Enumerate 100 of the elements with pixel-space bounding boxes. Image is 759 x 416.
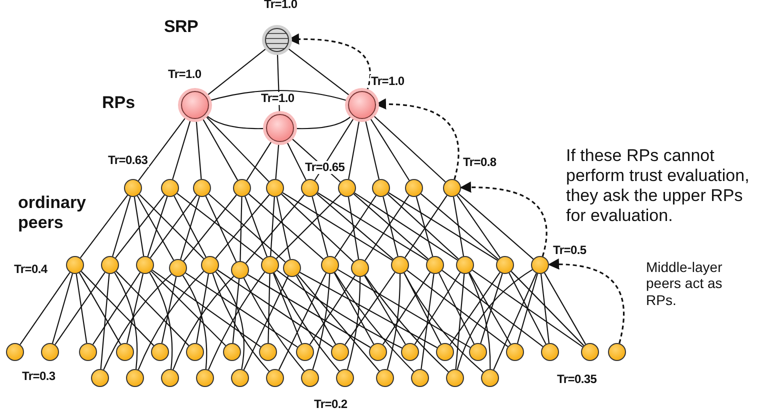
connection-line bbox=[364, 118, 380, 180]
peer-node bbox=[231, 369, 249, 387]
connection-line bbox=[138, 116, 188, 182]
connection-line bbox=[136, 196, 174, 260]
peer-node bbox=[233, 179, 251, 197]
connection-line bbox=[276, 270, 402, 348]
peer-node bbox=[391, 256, 409, 274]
trust-value: Tr=0.65 bbox=[304, 161, 346, 174]
connection-line bbox=[404, 272, 442, 344]
connection-line bbox=[282, 192, 393, 261]
connection-line bbox=[388, 192, 498, 261]
rp-node bbox=[266, 114, 294, 142]
connection-line bbox=[337, 269, 471, 348]
connection-line bbox=[456, 269, 533, 370]
connection-line bbox=[387, 194, 459, 260]
trust-value: Tr=0.3 bbox=[21, 370, 56, 384]
connection-line bbox=[368, 116, 410, 181]
peer-node bbox=[581, 343, 599, 361]
connection-line bbox=[404, 272, 484, 373]
peer-node bbox=[124, 179, 142, 197]
connection-line bbox=[468, 272, 491, 369]
peer-node bbox=[301, 179, 319, 197]
connection-line bbox=[510, 271, 584, 346]
connection-line bbox=[364, 275, 449, 372]
peer-node bbox=[259, 343, 277, 361]
peer-node bbox=[443, 179, 461, 197]
connection-line bbox=[438, 272, 474, 344]
connection-line bbox=[232, 278, 240, 344]
connection-line bbox=[20, 272, 70, 345]
connection-line bbox=[176, 193, 264, 260]
connection-line bbox=[420, 193, 498, 260]
connection-line bbox=[245, 194, 305, 264]
connection-line bbox=[317, 192, 428, 261]
rp-node bbox=[348, 91, 376, 119]
peer-node bbox=[336, 369, 354, 387]
peer-node bbox=[201, 256, 219, 274]
connection-line bbox=[126, 274, 144, 344]
connection-line bbox=[246, 140, 273, 181]
connection-line bbox=[508, 272, 546, 344]
peer-node bbox=[338, 179, 356, 197]
peer-node bbox=[446, 369, 464, 387]
peer-node bbox=[301, 369, 319, 387]
peer-node bbox=[41, 343, 59, 361]
connection-line bbox=[115, 194, 165, 258]
connection-line bbox=[348, 196, 360, 260]
connection-line bbox=[452, 196, 464, 256]
connection-line bbox=[458, 194, 534, 260]
peer-node bbox=[608, 343, 626, 361]
connection-line bbox=[150, 194, 198, 258]
trust-value: Tr=0.2 bbox=[313, 398, 348, 412]
peer-node bbox=[283, 259, 301, 277]
connection-line bbox=[364, 275, 406, 345]
connection-line bbox=[112, 196, 131, 257]
peer-node bbox=[411, 369, 429, 387]
trust-value: Tr=0.5 bbox=[552, 244, 588, 258]
server-node bbox=[265, 28, 289, 52]
connection-line bbox=[80, 194, 128, 258]
connection-line bbox=[215, 194, 270, 258]
connection-line bbox=[196, 274, 210, 344]
trust-value: Tr=1.0 bbox=[260, 92, 296, 106]
peer-node bbox=[101, 256, 119, 274]
connection-line bbox=[270, 196, 275, 256]
connection-line bbox=[344, 272, 396, 345]
connection-line bbox=[296, 276, 336, 344]
annotation-text: If these RPs cannot perform trust evaluation, they ask the upper RPs for evaluation. bbox=[566, 146, 750, 226]
peer-node bbox=[401, 343, 419, 361]
trust-value: Tr=0.4 bbox=[13, 263, 48, 276]
peer-node bbox=[506, 343, 524, 361]
peer-node bbox=[136, 256, 154, 274]
connection-line bbox=[382, 196, 398, 256]
connection-line bbox=[404, 195, 448, 258]
connection-line bbox=[149, 272, 173, 370]
connection-line bbox=[134, 196, 144, 256]
connection-line bbox=[76, 274, 88, 344]
peer-node bbox=[296, 343, 314, 361]
layer-label: RPs bbox=[102, 93, 136, 113]
connection-line bbox=[334, 195, 376, 258]
connection-line bbox=[147, 196, 168, 257]
connection-line bbox=[456, 195, 500, 258]
connection-line bbox=[204, 114, 270, 182]
connection-line bbox=[208, 194, 286, 262]
peer-node bbox=[231, 261, 249, 279]
connection-line bbox=[450, 272, 500, 345]
rp-node bbox=[181, 91, 209, 119]
peer-node bbox=[169, 259, 187, 277]
peer-node bbox=[469, 343, 487, 361]
connection-line bbox=[268, 274, 270, 344]
connection-line bbox=[469, 272, 511, 344]
connection-line bbox=[414, 272, 461, 345]
connection-line bbox=[185, 272, 298, 348]
peer-node bbox=[186, 343, 204, 361]
connection-line bbox=[272, 273, 302, 344]
peer-node bbox=[66, 256, 84, 274]
peer-node bbox=[193, 179, 211, 197]
peer-node bbox=[376, 369, 394, 387]
layer-label: ordinary peers bbox=[18, 193, 88, 233]
peer-node bbox=[151, 343, 169, 361]
connection-line bbox=[138, 270, 204, 370]
connection-line bbox=[334, 272, 414, 372]
connection-line bbox=[493, 273, 537, 370]
